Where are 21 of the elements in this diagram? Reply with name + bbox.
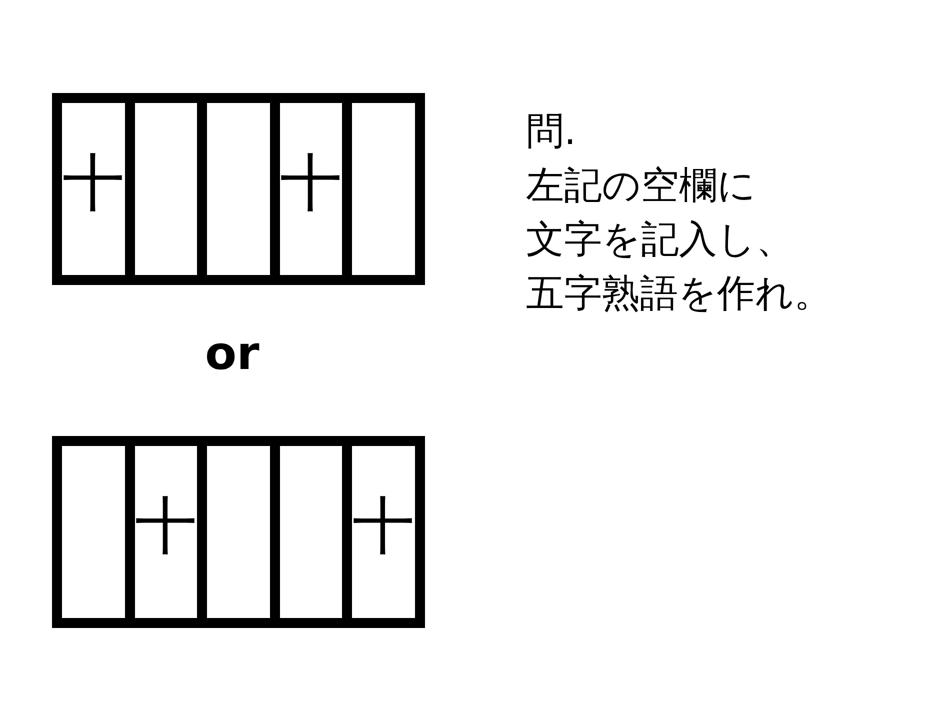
answer-cell xyxy=(202,98,275,280)
question-text: 文字を記入し、 xyxy=(526,216,795,263)
or-text: or xyxy=(205,330,260,376)
answer-cell xyxy=(130,98,202,280)
answer-cell xyxy=(57,98,130,280)
given-character: 十 xyxy=(352,495,415,564)
answer-cell xyxy=(274,441,348,623)
given-character: 十 xyxy=(62,152,124,221)
answer-cell xyxy=(130,441,202,623)
answer-cell xyxy=(202,441,275,623)
given-character: 十 xyxy=(134,495,197,564)
answer-cell xyxy=(57,441,130,623)
answer-cell xyxy=(347,98,420,280)
answer-cell xyxy=(347,441,420,623)
question-text: 左記の空欄に xyxy=(526,162,757,209)
question-text: 問. xyxy=(526,108,578,155)
answer-grid xyxy=(52,436,425,628)
answer-grid xyxy=(52,93,425,285)
given-character: 十 xyxy=(280,152,342,221)
question-text: 五字熟語を作れ。 xyxy=(526,270,832,317)
answer-cell xyxy=(274,98,348,280)
